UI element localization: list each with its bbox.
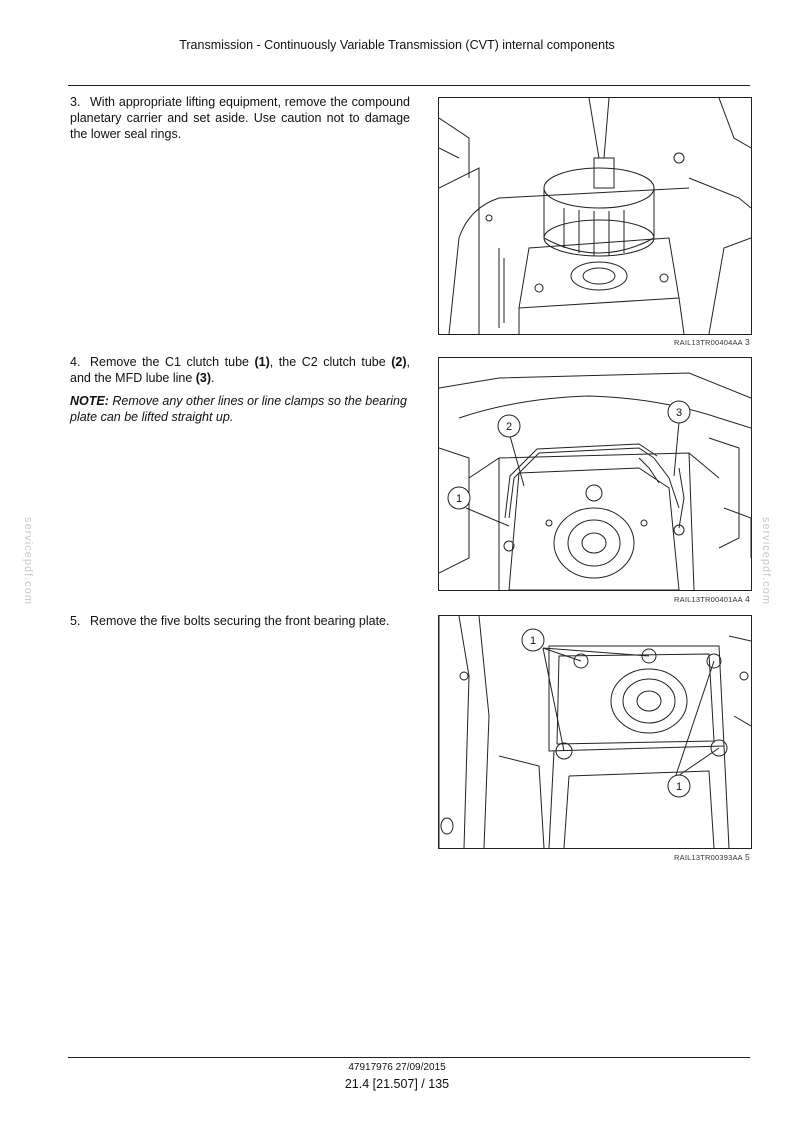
ref-2: (2) <box>391 355 407 369</box>
callout-1-top: 1 <box>530 635 536 647</box>
footer-doc-ref: 47917976 27/09/2015 <box>348 1062 446 1073</box>
illustration-clutch-tubes: 1 2 3 <box>439 372 751 590</box>
header-rule <box>68 85 750 86</box>
illustration-planetary-carrier <box>439 98 751 334</box>
step-4: 4. Remove the C1 clutch tube (1), the C2 … <box>70 354 410 386</box>
step-number: 5. <box>70 614 81 628</box>
footer-page: 21.4 [21.507] / 135 <box>344 1077 450 1091</box>
note-text: Remove any other lines or line clamps so… <box>70 394 407 424</box>
footer-rule <box>68 1057 750 1058</box>
step-text: Remove the five bolts securing the front… <box>90 614 390 628</box>
callout-1-bottom: 1 <box>676 781 682 793</box>
step-number: 4. <box>70 355 81 369</box>
callout-1: 1 <box>456 493 462 505</box>
ref-1: (1) <box>254 355 270 369</box>
figure-number: 3 <box>745 337 750 347</box>
figure-number: 5 <box>745 852 750 862</box>
illustration-front-bearing-plate: 1 1 <box>439 616 751 848</box>
step-text: With appropriate lifting equipment, remo… <box>70 95 410 141</box>
note-label: NOTE: <box>70 394 109 408</box>
step-text-a: Remove the C1 clutch tube <box>90 355 255 369</box>
step-text-c: , and the MFD lube line <box>70 355 410 385</box>
step-5: 5. Remove the five bolts securing the fro… <box>70 613 410 629</box>
ref-3: (3) <box>195 371 212 385</box>
watermark-right: servicepdf.com <box>759 517 772 605</box>
figure-front-bearing-plate: 1 1 <box>438 615 752 849</box>
figure-caption: RAIL13TR00404AA <box>674 338 743 347</box>
figure-number: 4 <box>745 594 750 604</box>
figure-caption: RAIL13TR00401AA <box>674 595 743 604</box>
note: NOTE: Remove any other lines or line cla… <box>70 393 410 425</box>
step-text-b: , the C2 clutch tube <box>269 355 392 369</box>
step-3: 3.With appropriate lifting equipment, re… <box>70 94 410 142</box>
figure-caption: RAIL13TR00393AA <box>674 853 743 862</box>
page-header: Transmission - Continuously Variable Tra… <box>179 38 615 52</box>
figure-planetary-carrier <box>438 97 752 335</box>
step-number: 3. <box>70 95 81 109</box>
callout-2: 2 <box>506 421 512 433</box>
figure-clutch-tubes: 1 2 3 <box>438 357 752 591</box>
watermark-left: servicepdf.com <box>21 517 34 605</box>
step-text-d: . <box>211 371 215 385</box>
callout-3: 3 <box>676 407 682 419</box>
